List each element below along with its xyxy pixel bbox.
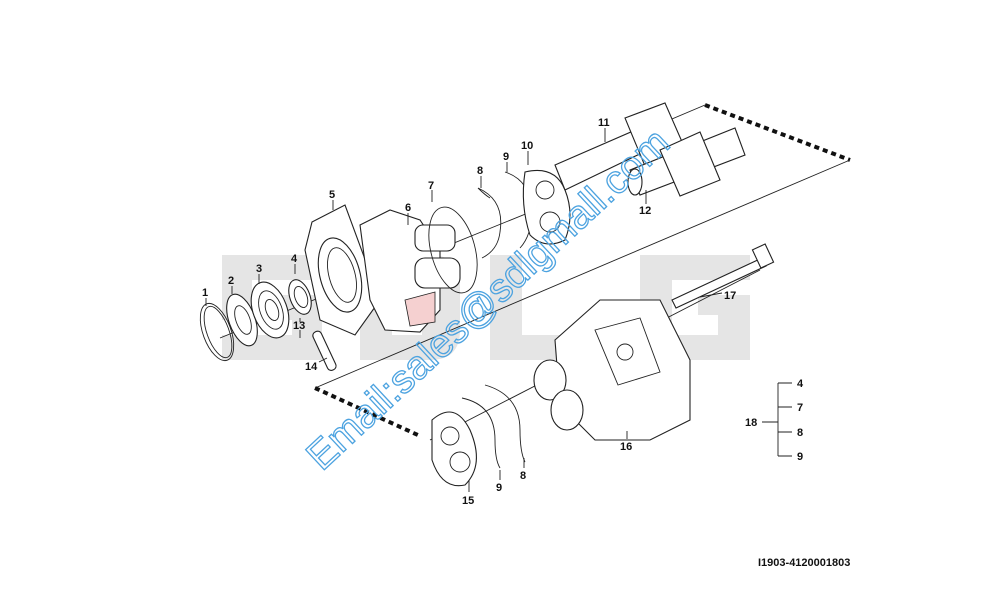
callout-labels: 1 2 3 4 5 6 7 8 9 10 11 12 13 14 15 9 8 … xyxy=(202,117,736,507)
callout-7: 7 xyxy=(428,180,434,192)
pocket-seal-lower xyxy=(461,397,501,469)
o-ring xyxy=(428,206,478,294)
callout-leaders xyxy=(205,128,723,492)
key-clip xyxy=(312,330,337,371)
wear-plate xyxy=(522,169,571,245)
callout-13: 13 xyxy=(293,320,305,332)
shaft-seal xyxy=(288,279,312,315)
callout-6: 6 xyxy=(405,202,411,214)
callout-5: 5 xyxy=(329,189,335,201)
kit-number: 18 xyxy=(745,417,757,429)
callout-3: 3 xyxy=(256,263,262,275)
callout-1: 1 xyxy=(202,287,208,299)
driven-gear xyxy=(627,127,746,197)
kit-legend: 18 4 7 8 9 xyxy=(745,378,804,463)
callout-11: 11 xyxy=(598,117,610,129)
kit-item: 4 xyxy=(797,378,804,390)
front-cover xyxy=(359,209,461,333)
callout-16: 16 xyxy=(620,441,632,453)
callout-4: 4 xyxy=(291,253,298,265)
backup-seal-lower xyxy=(484,384,526,463)
kit-item: 9 xyxy=(797,451,803,463)
callout-10: 10 xyxy=(521,140,533,152)
bearing xyxy=(250,281,290,339)
drawing-code: I1903-4120001803 xyxy=(758,557,850,569)
tie-bolt xyxy=(671,243,775,309)
callout-8-lower: 8 xyxy=(520,470,526,482)
backup-seal xyxy=(477,187,502,259)
callout-9-lower: 9 xyxy=(496,482,502,494)
callout-9: 9 xyxy=(503,151,509,163)
callout-8: 8 xyxy=(477,165,483,177)
snap-ring xyxy=(199,302,235,362)
callout-14: 14 xyxy=(305,361,318,373)
callout-17: 17 xyxy=(724,290,736,302)
mounting-flange xyxy=(304,204,381,336)
kit-item: 7 xyxy=(797,402,803,414)
kit-item: 8 xyxy=(797,427,803,439)
thrust-plate xyxy=(431,411,477,487)
callout-2: 2 xyxy=(228,275,234,287)
callout-12: 12 xyxy=(639,205,651,217)
gear-housing xyxy=(533,299,691,441)
callout-15: 15 xyxy=(462,495,474,507)
